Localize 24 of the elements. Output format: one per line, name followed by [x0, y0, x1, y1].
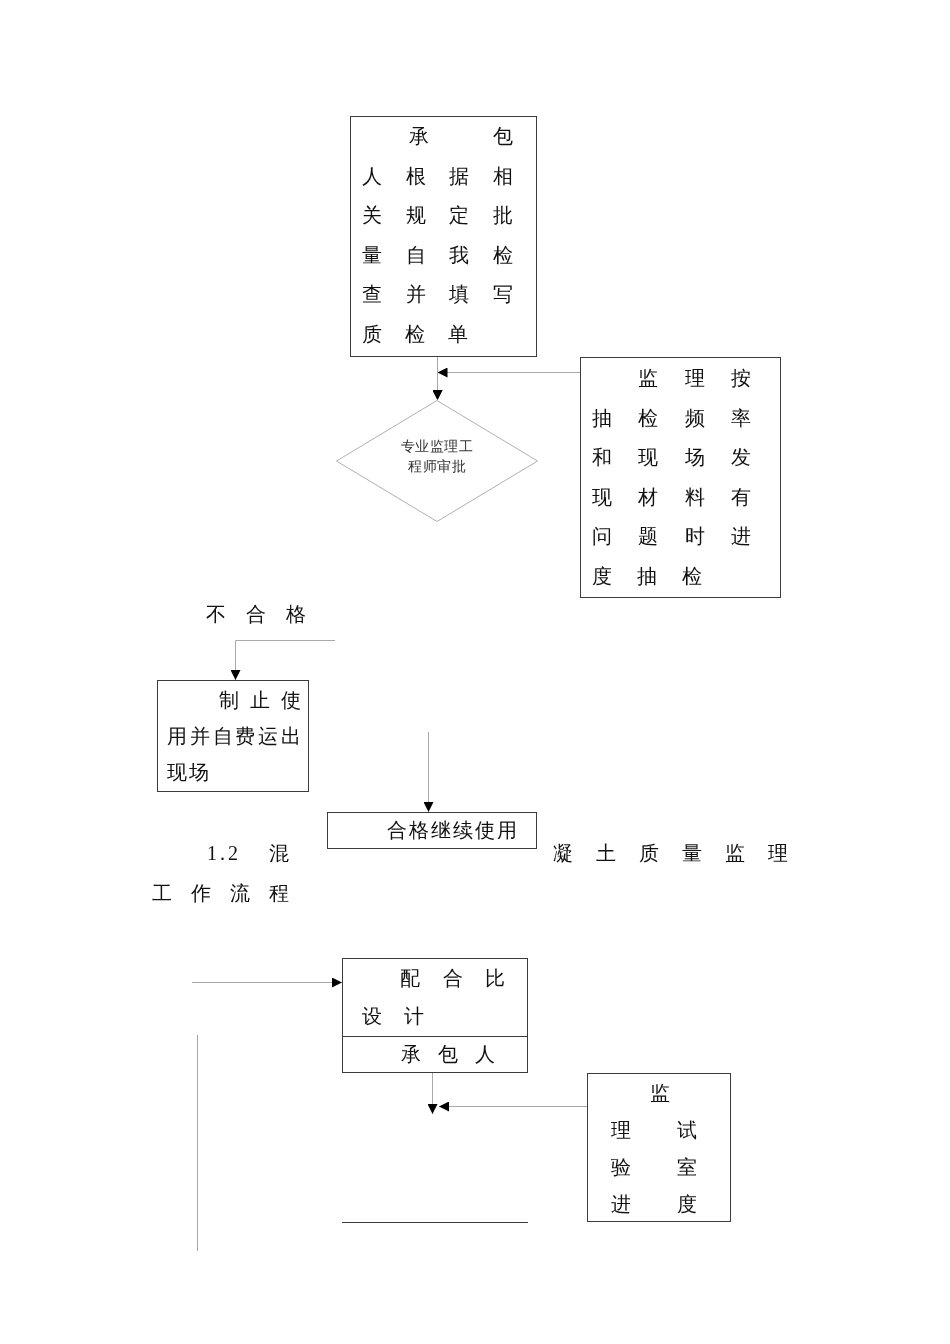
process-box [157, 680, 309, 792]
node-text: 制止使用并自费运出现场 [167, 688, 303, 785]
arrow [230, 640, 336, 681]
arrow [191, 977, 343, 988]
decision-diamond [336, 400, 538, 522]
node-text: 监理试验室进度 [611, 1081, 717, 1217]
node-text: 承包人根据相关规定批量自我检查并填写质检单 [362, 124, 536, 347]
heading-text: 工作流程 [152, 881, 308, 906]
process-box [327, 812, 537, 849]
node-text: 专业监理工程师审批 [399, 438, 475, 476]
node-text: 承包人 [343, 1036, 527, 1071]
arrow [438, 1101, 588, 1112]
arrow [423, 731, 434, 813]
heading-text: 凝土质量监理 [553, 841, 811, 866]
arrow [433, 368, 581, 401]
node-text: 监理按抽检频率和现场发现材料有问题时进度抽检 [592, 366, 776, 589]
arrow [427, 1072, 438, 1115]
heading-text: 1.2 混 [207, 841, 292, 866]
process-box [342, 958, 528, 1073]
node-text: 配合比设计 [362, 966, 527, 1029]
process-box [587, 1073, 731, 1222]
process-box [580, 357, 781, 598]
edge-label: 不合格 [206, 602, 326, 627]
node-text: 合格继续使用 [387, 818, 520, 843]
